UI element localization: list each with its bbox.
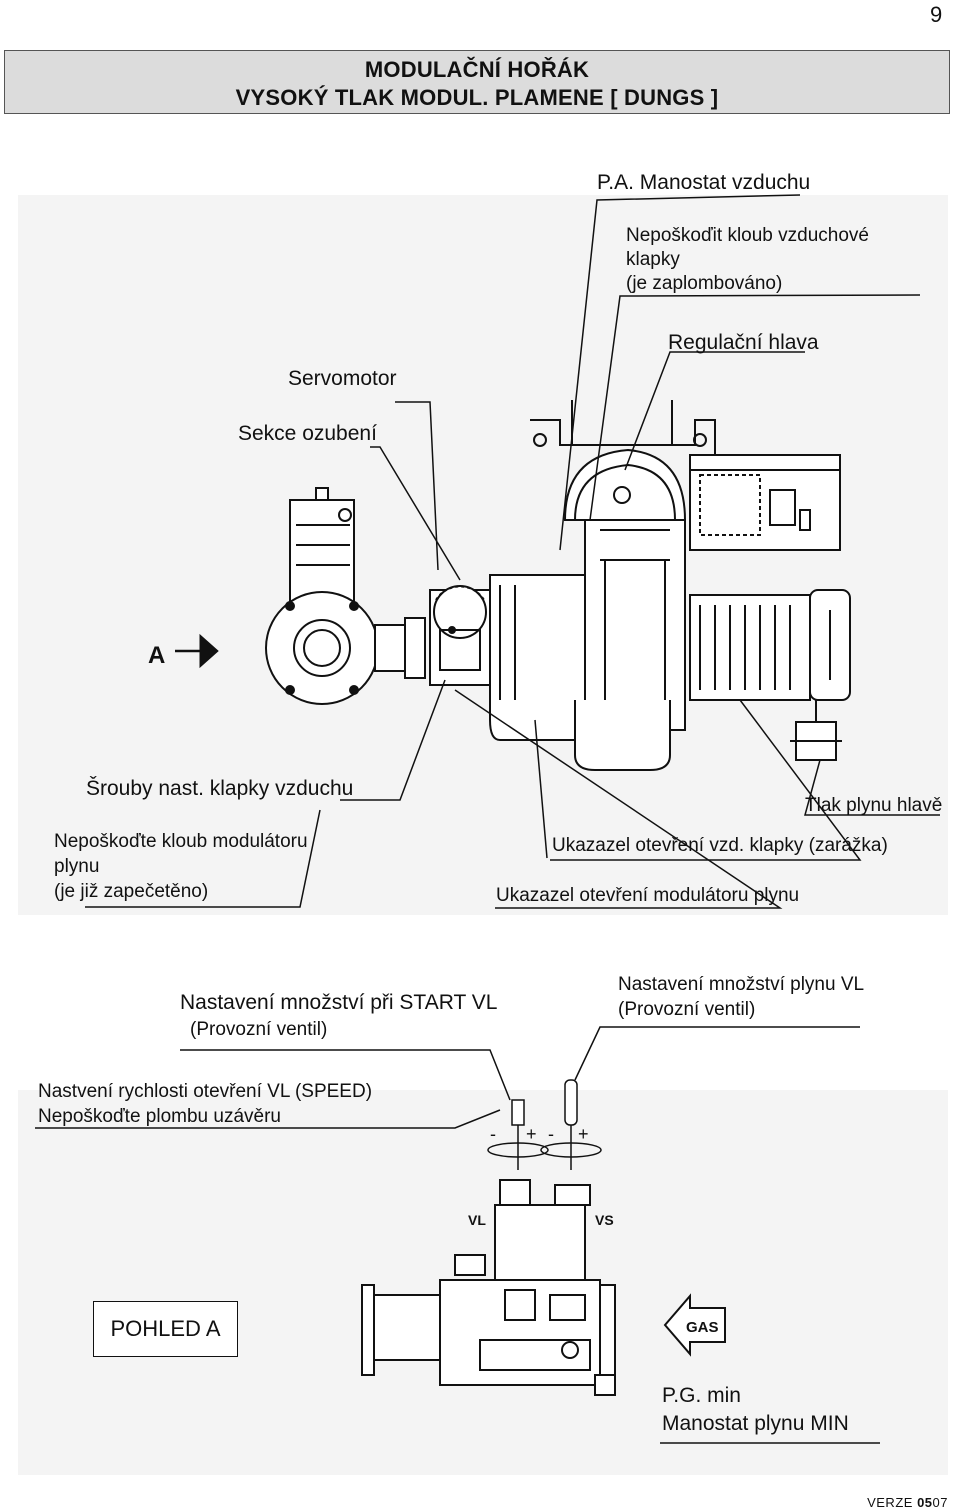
vs-adjuster [540, 1079, 602, 1170]
label-nastaveni-start-line2: (Provozní ventil) [190, 1019, 328, 1040]
label-sekce-ozubeni: Sekce ozubení [238, 422, 377, 445]
label-pg-min-line1: P.G. min [662, 1384, 741, 1407]
burner-body [584, 519, 686, 731]
label-ukazazel-modulatoru: Ukazazel otevření modulátoru plynu [496, 885, 800, 906]
header-box: MODULAČNÍ HOŘÁK VYSOKÝ TLAK MODUL. PLAME… [4, 50, 950, 114]
label-pa-manostat: P.A. Manostat vzduchu [597, 171, 811, 194]
label-nastaveni-start-line1: Nastavení množství při START VL [180, 991, 498, 1014]
label-ukazazel-klapky: Ukazazel otevření vzd. klapky (zarážka) [552, 835, 888, 856]
gas-arrow-label: GAS [686, 1319, 719, 1336]
label-neposkodit-kloub-line1: Nepoškoďit kloub vzduchové [626, 225, 869, 246]
label-nastaveni-vl-line1: Nastavení množství plynu VL [618, 974, 865, 995]
label-neposkodit-kloub-line3: (je zaplombováno) [626, 273, 783, 294]
label-pg-min-line2: Manostat plynu MIN [662, 1412, 849, 1435]
label-neposkodit-kloub-line2: klapky [626, 249, 680, 270]
label-regulacni-hlava: Regulační hlava [668, 331, 819, 354]
view-a-arrow [175, 633, 219, 669]
view-a-letter: A [148, 642, 165, 669]
version-suffix: 07 [932, 1495, 948, 1510]
vl-label: VL [468, 1212, 486, 1228]
page-number: 9 [930, 2, 943, 27]
vl-plus: + [526, 1124, 537, 1144]
pohled-a-box: POHLED A [93, 1301, 238, 1357]
header-title-line2: VYSOKÝ TLAK MODUL. PLAMENE [ DUNGS ] [235, 85, 719, 110]
vs-label: VS [595, 1212, 614, 1228]
label-neposkodte-modulator-line3: (je již zapečetěno) [54, 881, 209, 902]
label-neposkodte-modulator-line1: Nepoškoďte kloub modulátoru [54, 831, 308, 852]
vl-minus: - [490, 1124, 496, 1144]
servomotor-body [289, 499, 355, 606]
label-nastaveni-vl-line2: (Provozní ventil) [618, 999, 756, 1020]
version-footer: VERZE 0507 [867, 1495, 948, 1510]
label-nastveni-speed-line2: Nepoškoďte plombu uzávěru [38, 1106, 281, 1127]
label-servomotor: Servomotor [288, 367, 397, 390]
version-bold: 05 [917, 1495, 933, 1510]
vl-adjuster [487, 1099, 549, 1170]
label-nastveni-speed-line1: Nastvení rychlosti otevření VL (SPEED) [38, 1081, 373, 1102]
version-prefix: VERZE [867, 1495, 918, 1510]
label-srouby-nast: Šrouby nast. klapky vzduchu [86, 777, 354, 800]
vs-plus: + [578, 1124, 589, 1144]
label-tlak-plynu-hlave: Tlak plynu hlavě [805, 795, 943, 816]
vs-minus: - [548, 1124, 554, 1144]
burner-diagram-panel [18, 195, 948, 915]
pohled-a-label: POHLED A [110, 1316, 221, 1341]
gas-flow-arrow [663, 1293, 726, 1357]
gas-valve-body [361, 1179, 616, 1396]
header-title-line1: MODULAČNÍ HOŘÁK [364, 57, 590, 82]
label-neposkodte-modulator-line2: plynu [54, 856, 100, 877]
